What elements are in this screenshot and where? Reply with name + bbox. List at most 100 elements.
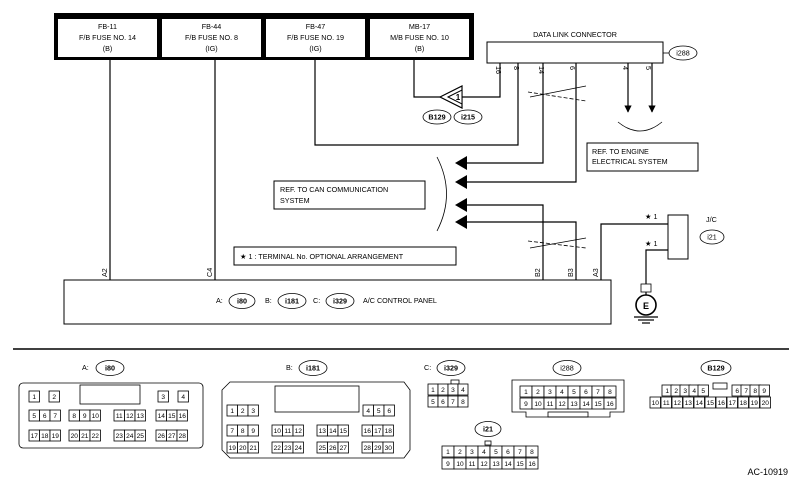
joint-connector: J/C i21 ★ 1 ★ 1 (645, 212, 725, 260)
pin-number: 19 (229, 445, 237, 452)
junction-right-id: i215 (461, 113, 475, 122)
diagram-code: AC-10919 (747, 467, 788, 477)
pin-cell (457, 383, 469, 396)
fuse-circuit: (B) (103, 44, 113, 53)
pin-number: 15 (594, 401, 602, 408)
pin-cell (758, 384, 770, 397)
ac-control-panel: A2 C4 B2 B3 A3 A: i80 B: i181 C: i329 A/… (63, 268, 612, 325)
pin-number: 4 (366, 408, 370, 415)
dlc-pin-label: 8 (512, 66, 521, 70)
pin-cell (134, 429, 146, 442)
pin-cell (157, 390, 169, 403)
panel-name: A/C CONTROL PANEL (363, 296, 437, 305)
pin-number: 11 (284, 428, 291, 435)
pin-cell (48, 390, 60, 403)
pin-number: 8 (72, 413, 76, 420)
pin-number: 17 (31, 433, 39, 440)
pin-number: 24 (295, 445, 303, 452)
pin-number: 12 (480, 461, 488, 468)
pin-number: 20 (762, 400, 770, 407)
ref-can-line1: REF. TO CAN COMMUNICATION (280, 185, 388, 194)
pin-number: 6 (43, 413, 47, 420)
pin-number: 4 (181, 394, 185, 401)
pin-number: 3 (451, 387, 455, 394)
pin-cell (693, 396, 705, 409)
pin-number: 15 (340, 428, 348, 435)
pin-number: 6 (584, 389, 588, 396)
fuse-circuit: (B) (415, 44, 425, 53)
fuse-circuit: (IG) (309, 44, 321, 53)
pin-cell (28, 390, 40, 403)
pin-cell (49, 409, 61, 422)
pin-cell (671, 396, 683, 409)
pin-cell (748, 396, 760, 409)
junction-connector: 1 B129 i215 (422, 85, 483, 125)
pin-cell (89, 409, 101, 422)
pin-number: 9 (446, 461, 450, 468)
pin-number: 16 (364, 428, 372, 435)
ref-can: REF. TO CAN COMMUNICATION SYSTEM (273, 180, 426, 210)
junction-right-badge (453, 109, 483, 125)
connector-c-prefix: C: (424, 363, 431, 372)
pin-cell (715, 396, 727, 409)
pin-number: 2 (458, 449, 462, 456)
pin-cell (759, 396, 771, 409)
ground-symbol: E (634, 283, 658, 324)
dlc-pin-label: 6 (568, 66, 577, 70)
pin-cell (649, 396, 661, 409)
junction-left-id: B129 (428, 113, 445, 122)
dlc-pin-label: 14 (537, 66, 546, 74)
ref-engine: REF. TO ENGINE ELECTRICAL SYSTEM (586, 121, 699, 172)
pin-number: 9 (524, 401, 528, 408)
pin-number: 21 (250, 445, 258, 452)
pin-number: 23 (284, 445, 292, 452)
pin-cell (603, 385, 617, 398)
fuse-code: MB-17 (409, 22, 430, 31)
junction-number: 1 (456, 93, 461, 102)
pin-number: 5 (32, 413, 36, 420)
pin-cell (704, 396, 716, 409)
pin-number: 4 (461, 387, 465, 394)
pin-number: 8 (461, 399, 465, 406)
pin-number: 22 (274, 445, 282, 452)
dlc-id: i288 (676, 49, 690, 58)
pin-cell (247, 424, 259, 437)
pin-number: 26 (329, 445, 337, 452)
pin-number: 6 (506, 449, 510, 456)
pin-number: 13 (570, 401, 578, 408)
pin-number: 1 (32, 394, 36, 401)
pin-number: 7 (230, 428, 234, 435)
pin-cell (337, 424, 349, 437)
jc-id: i21 (707, 233, 717, 242)
pin-number: 8 (608, 389, 612, 396)
connector-b-id: i181 (306, 364, 320, 373)
pin-number: 16 (606, 401, 614, 408)
jc-label: J/C (706, 215, 717, 224)
fuse-code: FB-47 (306, 22, 326, 31)
pin-number: 11 (116, 413, 123, 420)
pin-cell (134, 409, 146, 422)
panel-a-id: i80 (237, 297, 247, 306)
pin-number: 4 (692, 388, 696, 395)
pin-cell (525, 445, 539, 458)
panel-b-prefix: B: (265, 296, 272, 305)
fuse-mb-17: MB-17 M/B FUSE NO. 10 (B) (370, 19, 469, 57)
pin-number: 1 (230, 408, 234, 415)
pin-number: 9 (762, 388, 766, 395)
pin-number: 8 (530, 449, 534, 456)
pin-number: 19 (751, 400, 759, 407)
pin-number: 2 (52, 394, 56, 401)
connector-b-prefix: B: (286, 363, 293, 372)
pin-number: 20 (71, 433, 79, 440)
pin-cell (176, 429, 188, 442)
ref-can-line2: SYSTEM (280, 196, 310, 205)
connector-c-id: i329 (444, 364, 458, 373)
fuse-name: M/B FUSE NO. 10 (390, 33, 449, 42)
pin-number: 21 (81, 433, 89, 440)
pin-number: 26 (158, 433, 166, 440)
jc-star-bottom: ★ 1 (645, 239, 657, 248)
pin-cell (697, 384, 709, 397)
